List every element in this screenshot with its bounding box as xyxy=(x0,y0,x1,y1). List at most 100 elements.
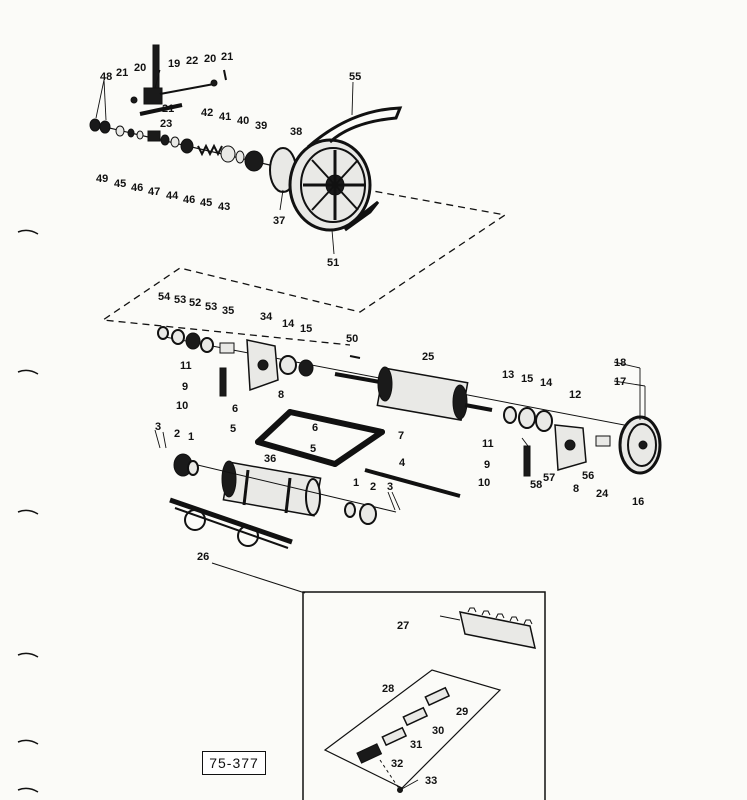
figure-number: 75-377 xyxy=(209,755,259,771)
chain-detail-panel xyxy=(323,669,502,789)
callout-34: 34 xyxy=(260,311,273,323)
v-belt-55 xyxy=(307,106,403,149)
callout-10b: 10 xyxy=(478,477,490,489)
callout-44: 44 xyxy=(166,190,179,202)
rack-27 xyxy=(459,611,536,649)
callout-27: 27 xyxy=(397,620,409,632)
link-rod xyxy=(139,103,183,116)
bearing-15a xyxy=(298,359,314,377)
callout-19: 19 xyxy=(168,58,180,70)
callout-24: 24 xyxy=(596,488,609,500)
pin-33-leader xyxy=(379,759,401,791)
top-pulley-assembly xyxy=(89,44,507,346)
callout-8b: 8 xyxy=(573,483,579,495)
callout-40: 40 xyxy=(237,115,249,127)
callout-12: 12 xyxy=(569,389,581,401)
callout-50: 50 xyxy=(346,333,358,345)
callout-10a: 10 xyxy=(176,400,188,412)
bracket-12-hole xyxy=(564,439,576,451)
callout-11a: 11 xyxy=(180,360,192,372)
callout-1b: 1 xyxy=(353,477,359,489)
callout-57: 57 xyxy=(543,472,555,484)
callout-55: 55 xyxy=(349,71,361,83)
spindle-block xyxy=(143,87,163,105)
callout-52: 52 xyxy=(189,297,201,309)
callout-35: 35 xyxy=(222,305,234,317)
callout-23: 23 xyxy=(160,118,172,130)
callout-20a: 20 xyxy=(134,62,146,74)
bearing-14a xyxy=(279,355,297,375)
callout-5b: 5 xyxy=(310,443,316,455)
callout-4: 4 xyxy=(399,457,406,469)
pulley-16 xyxy=(618,415,662,475)
figure-number-box: 75-377 xyxy=(202,751,266,775)
collar-24 xyxy=(595,435,611,447)
stud-11a xyxy=(219,367,227,397)
callout-14b: 14 xyxy=(540,377,553,389)
frame-7 xyxy=(255,409,385,467)
callout-53a: 53 xyxy=(174,294,186,306)
drum-25 xyxy=(334,366,493,422)
callout-28: 28 xyxy=(382,683,394,695)
callout-42: 42 xyxy=(201,107,213,119)
roller-36 xyxy=(221,460,322,517)
callout-13: 13 xyxy=(502,369,514,381)
callout-39: 39 xyxy=(255,120,267,132)
top-shaft xyxy=(91,123,301,173)
handle-rod xyxy=(159,83,215,95)
callout-45b: 45 xyxy=(200,197,212,209)
rack-27-teeth xyxy=(467,607,533,625)
callout-46a: 46 xyxy=(131,182,143,194)
washer-54 xyxy=(157,326,169,340)
collar-35 xyxy=(219,342,235,354)
callout-6a: 6 xyxy=(232,403,238,415)
callout-47: 47 xyxy=(148,186,160,198)
callout-21a: 21 xyxy=(116,67,128,79)
shaft-washers xyxy=(89,118,194,154)
callout-38: 38 xyxy=(290,126,302,138)
washer-13 xyxy=(503,406,517,424)
callout-22: 22 xyxy=(186,55,198,67)
callout-33: 33 xyxy=(425,775,437,787)
callout-48a: 48 xyxy=(100,71,112,83)
callout-15a: 15 xyxy=(300,323,312,335)
callout-8a: 8 xyxy=(278,389,284,401)
callout-56: 56 xyxy=(582,470,594,482)
detail-frame xyxy=(302,591,546,800)
link-30 xyxy=(402,706,429,727)
callout-1a: 1 xyxy=(188,431,194,443)
callout-6b: 6 xyxy=(312,422,318,434)
callout-49: 49 xyxy=(96,173,108,185)
leader-lines xyxy=(95,69,646,791)
link-29 xyxy=(424,686,451,707)
detail-inset xyxy=(211,562,546,800)
callout-41: 41 xyxy=(219,111,231,123)
washer-40 xyxy=(235,150,245,164)
drum-assembly xyxy=(157,326,662,549)
detail-leader xyxy=(211,562,306,594)
callout-31: 31 xyxy=(410,739,422,751)
belt-guide-dashed xyxy=(101,184,507,346)
bushing-41 xyxy=(220,145,236,163)
callout-32: 32 xyxy=(391,758,403,770)
callout-45a: 45 xyxy=(114,178,126,190)
callout-21b: 21 xyxy=(221,51,233,63)
pulley-51 xyxy=(288,138,372,232)
roller-shaft xyxy=(184,461,397,513)
callout-labels: 48 21 20 19 22 20 21 21 23 42 41 40 39 3… xyxy=(96,51,644,787)
callout-58: 58 xyxy=(530,479,542,491)
callout-16: 16 xyxy=(632,496,644,508)
gear-1a xyxy=(187,460,199,476)
gear-1b xyxy=(344,502,356,518)
rod-4 xyxy=(364,468,461,498)
spring-42 xyxy=(197,143,223,157)
hub-39 xyxy=(244,150,264,172)
callout-5a: 5 xyxy=(230,423,236,435)
callout-36: 36 xyxy=(264,453,276,465)
callout-9b: 9 xyxy=(484,459,490,471)
callout-15b: 15 xyxy=(521,373,533,385)
callout-29: 29 xyxy=(456,706,468,718)
bearing-14b xyxy=(535,410,553,432)
callout-11b: 11 xyxy=(482,438,494,450)
